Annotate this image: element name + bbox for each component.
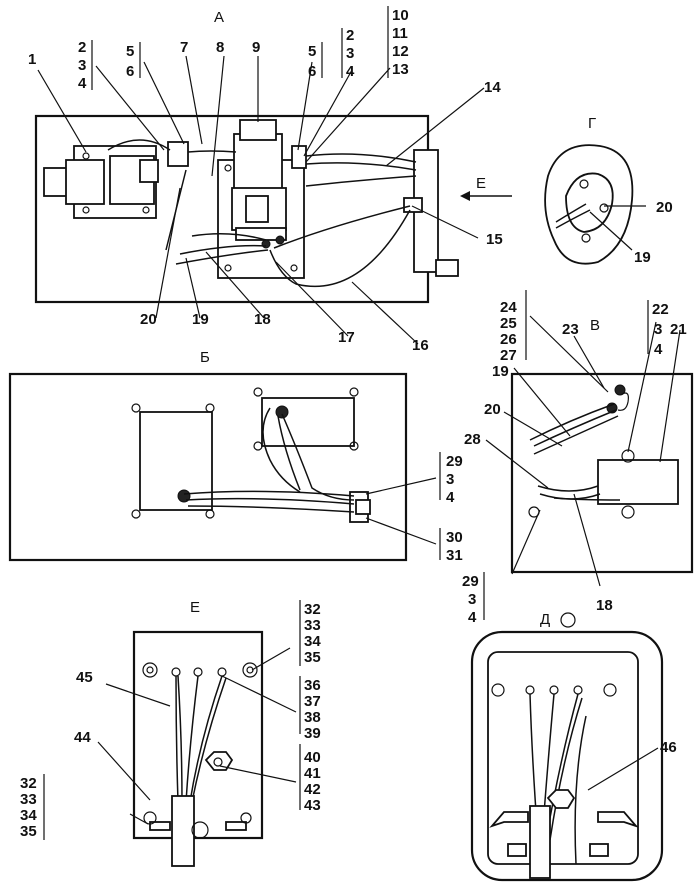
label-6: 6 (126, 63, 134, 80)
label-24: 24 (500, 299, 517, 316)
label-21: 21 (670, 321, 687, 338)
label-5b: 5 (308, 43, 316, 60)
view-d-inner-panel (487, 651, 639, 865)
label-34a: 34 (304, 633, 321, 650)
view-e-arrow-label: Е (476, 175, 486, 192)
label-22: 22 (652, 301, 669, 318)
label-4c: 4 (446, 489, 455, 506)
label-39: 39 (304, 725, 321, 742)
label-29v: 29 (462, 573, 479, 590)
label-36: 36 (304, 677, 321, 694)
label-3b: 3 (346, 45, 354, 62)
label-29b: 29 (446, 453, 463, 470)
label-35b: 35 (20, 823, 37, 840)
view-b-title: Б (200, 349, 210, 366)
label-20a: 20 (140, 311, 157, 328)
label-19v: 19 (492, 363, 509, 380)
label-6b: 6 (308, 63, 316, 80)
label-38: 38 (304, 709, 321, 726)
view-e: Е 32 33 34 35 36 37 (20, 599, 321, 867)
label-32b: 32 (20, 775, 37, 792)
label-4d: 4 (654, 341, 663, 358)
view-b: Б 29 3 4 30 31 (8, 349, 463, 564)
label-1: 1 (28, 51, 36, 68)
label-45: 45 (76, 669, 93, 686)
label-32a: 32 (304, 601, 321, 618)
label-3e: 3 (468, 591, 476, 608)
view-d-circle-mark (560, 612, 576, 628)
label-33b: 33 (20, 791, 37, 808)
label-20v: 20 (484, 401, 501, 418)
label-3d: 3 (654, 321, 662, 338)
label-4: 4 (78, 75, 87, 92)
label-28: 28 (464, 431, 481, 448)
label-26: 26 (500, 331, 517, 348)
view-g: Г 20 19 (544, 115, 673, 266)
view-v: В 24 25 26 27 23 22 3 4 21 (462, 290, 694, 626)
label-4b: 4 (346, 63, 355, 80)
view-a: А (28, 6, 512, 354)
view-d-title: Д (540, 611, 550, 628)
label-35a: 35 (304, 649, 321, 666)
label-27: 27 (500, 347, 517, 364)
label-3c: 3 (446, 471, 454, 488)
label-34b: 34 (20, 807, 37, 824)
label-17: 17 (338, 329, 355, 346)
label-14: 14 (484, 79, 501, 96)
label-25: 25 (500, 315, 517, 332)
label-4e: 4 (468, 609, 477, 626)
label-30: 30 (446, 529, 463, 546)
view-g-title: Г (588, 115, 596, 132)
label-31: 31 (446, 547, 463, 564)
label-16: 16 (412, 337, 429, 354)
label-9: 9 (252, 39, 260, 56)
view-e-title: Е (190, 599, 200, 616)
label-46: 46 (660, 739, 677, 756)
label-3: 3 (78, 57, 86, 74)
label-12: 12 (392, 43, 409, 60)
label-18v: 18 (596, 597, 613, 614)
label-20g: 20 (656, 199, 673, 216)
view-v-title: В (590, 317, 600, 334)
label-19g: 19 (634, 249, 651, 266)
label-33a: 33 (304, 617, 321, 634)
label-15: 15 (486, 231, 503, 248)
view-e-panel (132, 630, 264, 840)
label-10: 10 (392, 7, 409, 24)
label-41: 41 (304, 765, 321, 782)
view-a-title: А (214, 9, 224, 26)
label-8: 8 (216, 39, 224, 56)
label-37: 37 (304, 693, 321, 710)
view-d: Д 46 (470, 611, 677, 882)
label-42: 42 (304, 781, 321, 798)
label-13: 13 (392, 61, 409, 78)
label-43: 43 (304, 797, 321, 814)
label-2: 2 (78, 39, 86, 56)
label-44: 44 (74, 729, 91, 746)
label-19a: 19 (192, 311, 209, 328)
label-2b: 2 (346, 27, 354, 44)
label-23: 23 (562, 321, 579, 338)
label-5: 5 (126, 43, 134, 60)
label-7: 7 (180, 39, 188, 56)
label-40: 40 (304, 749, 321, 766)
label-18a: 18 (254, 311, 271, 328)
label-11: 11 (392, 25, 408, 42)
